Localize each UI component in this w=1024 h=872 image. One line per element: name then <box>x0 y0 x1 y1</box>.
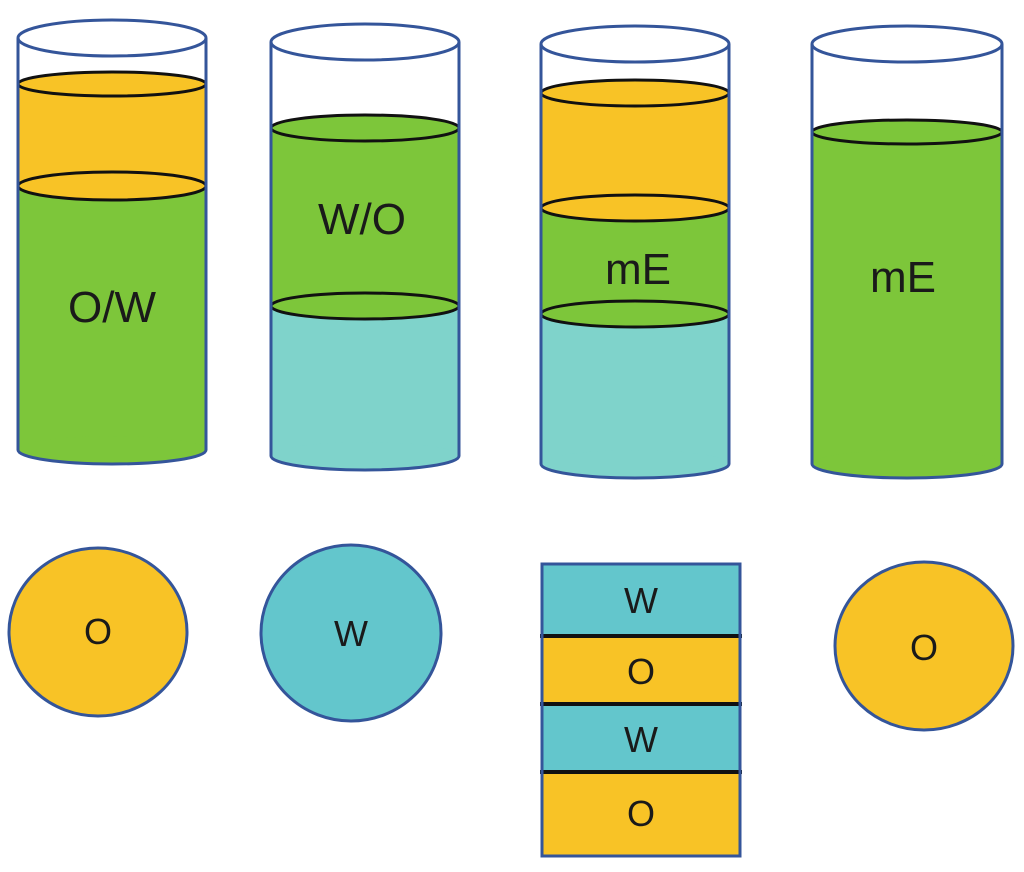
bicontinuous-layer-3 <box>542 704 740 772</box>
bicontinuous-label-4: O <box>627 793 655 834</box>
water-droplet: W <box>259 543 443 723</box>
bicontinuous-structure: W O W O <box>540 562 742 858</box>
cylinder-ow-bottom <box>18 436 206 464</box>
bicontinuous-label-1: W <box>624 580 658 621</box>
cylinder-ow-oil-surface <box>16 70 208 98</box>
cylinder-wo-emulsion-layer <box>271 128 459 306</box>
oil-droplet-1-label: O <box>84 611 112 652</box>
cylinder-wo-interface <box>269 291 461 321</box>
bicontinuous-label-3: W <box>624 719 658 760</box>
cylinder-wo-water-layer <box>271 306 459 456</box>
bicontinuous-layer-2 <box>542 636 740 704</box>
water-droplet-label: W <box>334 613 368 654</box>
cylinder-me3-label: mE <box>605 245 671 294</box>
cylinder-wo-label: W/O <box>318 195 406 244</box>
cylinder-me-three-phase: mE <box>539 24 731 480</box>
oil-droplet-2: O <box>833 560 1015 732</box>
oil-droplet-1: O <box>7 546 189 718</box>
cylinder-me1-rim <box>810 24 1004 64</box>
water-droplet-shape <box>259 543 443 723</box>
cylinder-wo: W/O <box>269 22 461 472</box>
cylinder-me1-emulsion-layer <box>812 132 1002 464</box>
cylinder-ow-emulsion-layer <box>18 186 206 450</box>
cylinder-me3-lower-interface <box>539 299 731 329</box>
bicontinuous-outline <box>540 562 742 858</box>
bicontinuous-layer-4 <box>542 772 740 856</box>
cylinder-me3-emulsion-layer <box>541 208 729 314</box>
bicontinuous-label-2: O <box>627 651 655 692</box>
cylinder-me3-glass <box>539 44 731 480</box>
oil-droplet-2-label: O <box>910 627 938 668</box>
cylinder-wo-rim <box>269 22 461 62</box>
bicontinuous-layer-1 <box>542 564 740 636</box>
cylinder-me3-rim <box>539 24 731 64</box>
cylinder-wo-glass <box>269 42 461 472</box>
cylinder-wo-emulsion-surface <box>269 113 461 143</box>
cylinder-ow-interface <box>16 170 208 202</box>
cylinder-ow-glass <box>16 38 208 466</box>
cylinder-me-single-phase: mE <box>810 24 1004 480</box>
cylinder-me1-surface <box>810 118 1004 146</box>
cylinder-ow-oil-layer <box>18 84 206 186</box>
cylinder-me3-oil-layer <box>541 93 729 208</box>
cylinder-me3-water-layer <box>541 314 729 464</box>
cylinder-ow: O/W <box>16 18 208 466</box>
cylinder-ow-rim <box>16 18 208 58</box>
cylinder-me1-bottom <box>812 450 1002 478</box>
cylinder-me3-upper-interface <box>539 193 731 223</box>
cylinder-ow-label: O/W <box>68 283 156 332</box>
cylinder-wo-bottom <box>271 442 459 470</box>
cylinder-me1-glass <box>810 44 1004 480</box>
cylinder-me3-bottom <box>541 450 729 478</box>
oil-droplet-1-shape <box>7 546 189 718</box>
oil-droplet-2-shape <box>833 560 1015 732</box>
cylinder-me3-oil-surface <box>539 78 731 108</box>
cylinder-me1-label: mE <box>870 253 936 302</box>
